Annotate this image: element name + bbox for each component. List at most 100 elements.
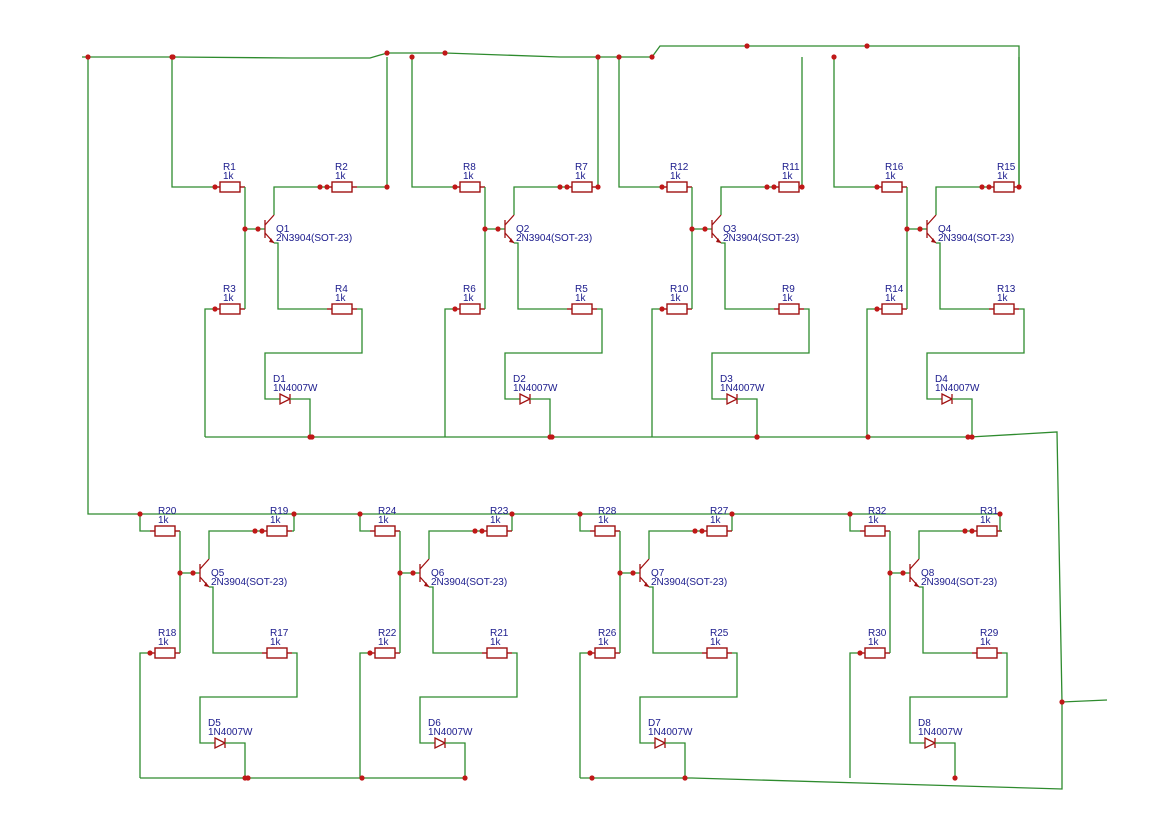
resistor-value: 1k	[980, 637, 992, 648]
junction-dot	[291, 511, 297, 517]
emitter-arrow-icon	[716, 238, 721, 243]
transistor-value: 2N3904(SOT-23)	[516, 233, 592, 244]
junction-dot	[595, 184, 601, 190]
diode-value: 1N4007W	[513, 383, 558, 394]
junction-dot	[865, 434, 871, 440]
resistor-ref: R1	[223, 162, 236, 173]
junction-dot	[212, 184, 218, 190]
junction-dot	[692, 528, 698, 534]
diode-triangle-icon	[434, 736, 447, 750]
junction-dot	[462, 775, 468, 781]
junction-dot	[482, 226, 488, 232]
resistor-body	[486, 647, 508, 659]
junction-dot	[904, 226, 910, 232]
diode-ref: D4	[935, 374, 948, 385]
wire-diode-rail	[530, 398, 551, 437]
junction-dot	[259, 528, 265, 534]
diode-triangle-icon	[941, 392, 954, 406]
resistor-body	[459, 303, 481, 315]
resistor-ref: R2	[335, 162, 348, 173]
resistor-ref: R7	[575, 162, 588, 173]
resistor-value: 1k	[997, 293, 1009, 304]
junction-dot	[245, 775, 251, 781]
transistor-collector	[264, 214, 275, 226]
junction-dot	[874, 306, 880, 312]
resistor-ref: R10	[670, 284, 689, 295]
transistor-value: 2N3904(SOT-23)	[211, 577, 287, 588]
transistor-collector	[639, 558, 650, 570]
junction-dot	[771, 184, 777, 190]
diode-ref: D7	[648, 718, 661, 729]
transistor-collector	[711, 214, 722, 226]
wire-collector	[513, 186, 567, 215]
diode-value: 1N4007W	[428, 727, 473, 738]
resistor-ref: R17	[270, 628, 289, 639]
junction-dot	[472, 528, 478, 534]
resistor-ref: R32	[868, 506, 887, 517]
resistor-value: 1k	[868, 637, 880, 648]
resistor-value: 1k	[490, 637, 502, 648]
diode-value: 1N4007W	[935, 383, 980, 394]
transistor-collector	[909, 558, 920, 570]
resistor-body	[666, 181, 688, 193]
wire-diode-rail	[225, 742, 246, 778]
wire-rc-rail	[579, 652, 590, 778]
diode-value: 1N4007W	[648, 727, 693, 738]
resistor-body	[219, 303, 241, 315]
wire-diode-rail	[952, 398, 973, 437]
wire-bottom-bus-drop	[849, 514, 860, 532]
wire-rc-rail	[139, 652, 150, 778]
transistor-collector	[199, 558, 210, 570]
resistor-body	[706, 647, 728, 659]
wire-rd-diode	[504, 308, 603, 400]
transistor-ref: Q1	[276, 224, 290, 235]
resistor-ref: R19	[270, 506, 289, 517]
wire-collector	[648, 530, 702, 559]
resistor-value: 1k	[710, 637, 722, 648]
resistor-ref: R9	[782, 284, 795, 295]
resistor-value: 1k	[463, 171, 475, 182]
wire-top-bus-drop	[171, 57, 215, 188]
resistor-value: 1k	[490, 515, 502, 526]
resistor-ref: R13	[997, 284, 1016, 295]
junction-dot	[587, 650, 593, 656]
transistor-ref: Q6	[431, 568, 445, 579]
resistor-value: 1k	[710, 515, 722, 526]
resistor-value: 1k	[598, 637, 610, 648]
wire-top-bus-drop	[833, 57, 877, 188]
cell-q6: R241kR221kQ62N3904(SOT-23)R231kR211kD61N…	[359, 506, 518, 778]
resistor-value: 1k	[223, 171, 235, 182]
wire-collector	[935, 186, 989, 215]
resistor-value: 1k	[670, 293, 682, 304]
junction-dot	[509, 511, 515, 517]
junction-dot	[324, 184, 330, 190]
wire-emitter	[274, 242, 327, 310]
wire-emitter	[429, 586, 482, 654]
resistor-ref: R25	[710, 628, 729, 639]
resistor-value: 1k	[782, 293, 794, 304]
wire-diode-rail	[935, 742, 956, 778]
transistor-collector	[504, 214, 515, 226]
wire-emitter	[721, 242, 774, 310]
wire-rd-diode	[199, 652, 298, 744]
resistor-value: 1k	[158, 515, 170, 526]
wire-diode-rail	[445, 742, 466, 778]
resistor-body	[571, 303, 593, 315]
resistor-value: 1k	[885, 293, 897, 304]
wire-diode-rail	[290, 398, 311, 437]
wire-emitter	[209, 586, 262, 654]
